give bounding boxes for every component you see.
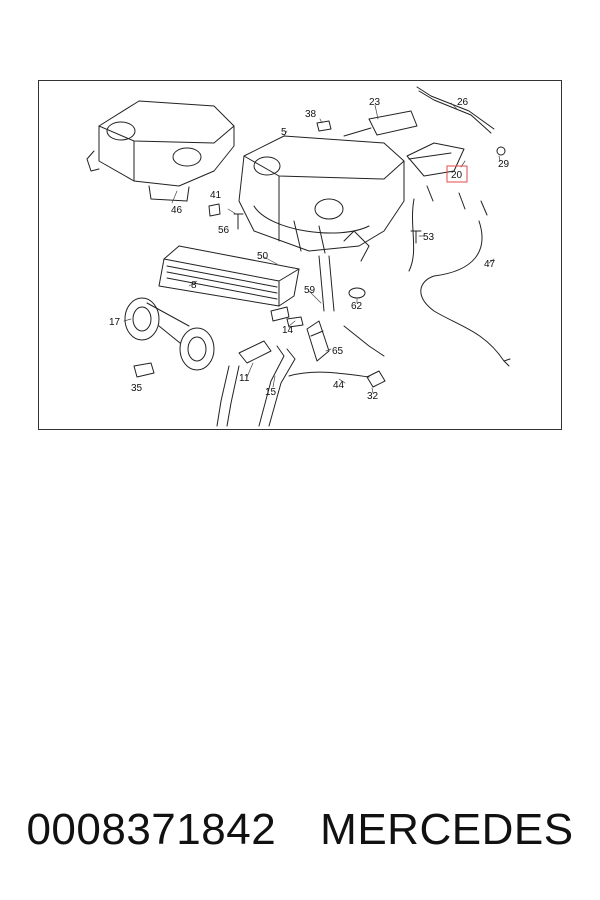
highlighted-callout-box bbox=[446, 165, 468, 183]
heater-core-part bbox=[158, 245, 300, 307]
brand-name: MERCEDES bbox=[320, 805, 574, 854]
duct-housing-part bbox=[86, 100, 235, 202]
callout-35: 35 bbox=[131, 383, 143, 394]
callout-47: 47 bbox=[484, 259, 496, 270]
callout-50: 50 bbox=[257, 251, 269, 262]
control-unit-part bbox=[306, 320, 330, 362]
small-clip-part bbox=[316, 120, 332, 132]
callout-15: 15 bbox=[265, 387, 277, 398]
callout-32: 32 bbox=[367, 391, 379, 402]
part-caption: 0008371842 MERCEDES bbox=[0, 798, 600, 862]
heater-box-part bbox=[238, 135, 405, 254]
callout-65: 65 bbox=[332, 346, 344, 357]
nut-part bbox=[496, 146, 506, 156]
callout-labels: 5 8 11 14 15 17 20 23 26 29 32 35 38 41 … bbox=[109, 97, 510, 402]
callout-56: 56 bbox=[218, 225, 230, 236]
callout-41: 41 bbox=[210, 190, 222, 201]
callout-59: 59 bbox=[304, 285, 316, 296]
bracket-part bbox=[133, 362, 155, 378]
callout-14: 14 bbox=[282, 325, 294, 336]
sensor-element-part bbox=[406, 142, 465, 177]
cable-clip-part bbox=[366, 370, 386, 388]
callout-29: 29 bbox=[498, 159, 510, 170]
seal-strip-part bbox=[416, 86, 495, 134]
callout-62: 62 bbox=[351, 301, 363, 312]
wiring-harness-part bbox=[408, 185, 511, 367]
diagram-frame: 5 8 11 14 15 17 20 23 26 29 32 35 38 41 … bbox=[38, 80, 562, 430]
control-cable-part bbox=[288, 325, 385, 378]
callout-46: 46 bbox=[171, 205, 183, 216]
leader-lines bbox=[123, 102, 501, 394]
callout-17: 17 bbox=[109, 317, 121, 328]
callout-8: 8 bbox=[191, 280, 197, 291]
part-number: 0008371842 bbox=[26, 805, 277, 854]
hose-connectors-part bbox=[270, 230, 370, 328]
callout-26: 26 bbox=[457, 97, 469, 108]
clamp-part bbox=[348, 287, 366, 299]
callout-38: 38 bbox=[305, 109, 317, 120]
callout-53: 53 bbox=[423, 232, 435, 243]
callout-20: 20 bbox=[451, 170, 463, 181]
callout-44: 44 bbox=[333, 380, 345, 391]
callout-5: 5 bbox=[281, 127, 287, 138]
screw-part bbox=[410, 230, 422, 244]
vacuum-element-part bbox=[343, 110, 418, 137]
callout-11: 11 bbox=[239, 373, 250, 384]
coolant-pipes-part bbox=[216, 340, 296, 427]
callout-23: 23 bbox=[369, 97, 381, 108]
exploded-parts-diagram: 5 8 11 14 15 17 20 23 26 29 32 35 38 41 … bbox=[86, 86, 511, 427]
blower-motor-part bbox=[124, 297, 215, 371]
